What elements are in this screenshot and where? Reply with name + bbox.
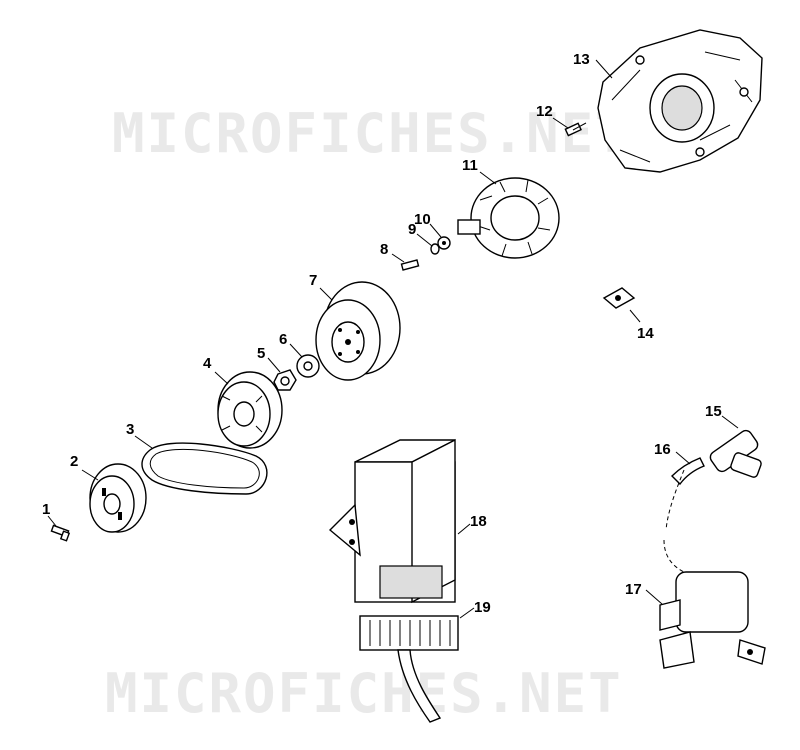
callout-10: 10 [414,211,431,228]
part-2-pulley-cup[interactable] [89,463,147,533]
part-5-nut[interactable] [273,369,297,391]
callout-2: 2 [70,453,78,470]
leader-6 [289,343,303,358]
part-7-flywheel[interactable] [315,281,401,381]
part-14-clip-nut[interactable] [602,287,636,309]
callout-12: 12 [536,103,553,120]
callout-14: 14 [637,325,654,342]
part-12-bolt[interactable] [564,122,587,137]
leader-13 [595,59,613,79]
leader-4 [214,371,229,385]
part-15-spark-plug-cap[interactable] [708,428,762,478]
leader-18 [457,523,471,535]
callout-6: 6 [279,331,287,348]
callout-13: 13 [573,51,590,68]
leader-9 [416,233,433,247]
leader-11 [479,171,497,185]
part-8-screw[interactable] [400,259,420,271]
leader-17 [645,589,663,605]
leader-7 [319,287,333,301]
callout-3: 3 [126,421,134,438]
callout-18: 18 [470,513,487,530]
part-4-drive-pulley[interactable] [217,371,283,449]
part-19-connector[interactable] [359,615,459,723]
watermark-top: MICROFICHES.NET [112,102,630,165]
callout-1: 1 [42,501,50,518]
part-13-crankcase-cover[interactable] [597,29,763,173]
leader-19 [459,607,475,619]
leader-14 [629,309,641,323]
part-11-stator[interactable] [457,177,560,259]
callout-16: 16 [654,441,671,458]
callout-7: 7 [309,272,317,289]
part-10-washer[interactable] [437,236,451,250]
leader-1 [47,515,57,527]
leader-10 [429,223,442,238]
leader-2 [81,469,99,481]
callout-5: 5 [257,345,265,362]
watermark-bottom: MICROFICHES.NET [105,662,623,725]
leader-12 [552,117,569,129]
callout-8: 8 [380,241,388,258]
leader-16 [675,451,691,465]
part-18-cdi-module[interactable] [328,438,456,604]
part-9-lock-washer[interactable] [430,243,440,255]
callout-9: 9 [408,221,416,238]
part-17-ignition-coil[interactable] [659,539,766,669]
callout-17: 17 [625,581,642,598]
callout-15: 15 [705,403,722,420]
leader-3 [134,435,153,449]
part-6-washer[interactable] [296,354,320,378]
leader-5 [267,357,281,373]
part-16-boot[interactable] [665,457,705,531]
callout-4: 4 [203,355,212,372]
callout-11: 11 [462,157,478,174]
part-3-belt[interactable] [141,442,268,495]
leader-8 [391,253,405,263]
leader-15 [721,415,739,429]
part-1-bolt[interactable] [50,524,71,542]
callout-19: 19 [474,599,491,616]
